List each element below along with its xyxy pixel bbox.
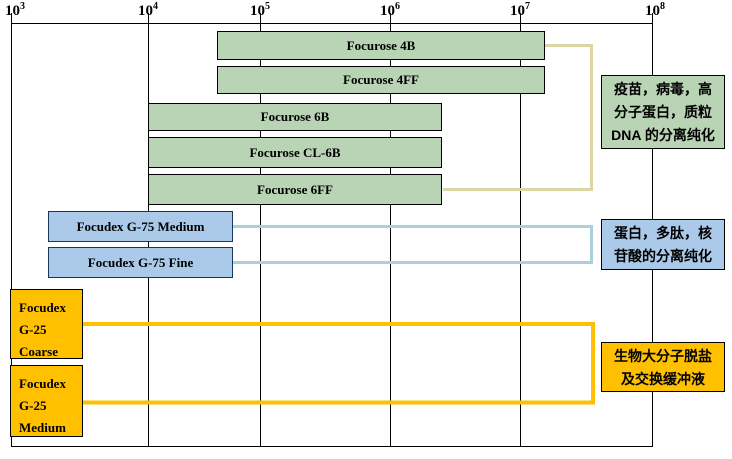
annotation-blue-applications: 蛋白，多肽，核 苷酸的分离纯化	[601, 219, 725, 270]
box-line: G-25	[19, 398, 47, 413]
tick-base: 10	[510, 3, 525, 19]
axis-tick	[520, 13, 521, 23]
annotation-line: 分子蛋白，质粒	[614, 104, 712, 120]
bar-focurose-6ff: Focurose 6FF	[148, 174, 442, 205]
axis-tick	[148, 13, 149, 23]
tick-exp: 6	[395, 1, 400, 12]
annotation-line: 疫苗，病毒，高	[614, 81, 712, 97]
axis-tick-label-1e8: 108	[645, 2, 665, 19]
box-line: Medium	[19, 420, 66, 435]
tick-base: 10	[138, 3, 153, 19]
annotation-line: 生物大分子脱盐	[614, 348, 712, 364]
axis-tick-label-1e6: 106	[380, 2, 400, 19]
axis-tick	[390, 13, 391, 23]
bar-focurose-cl-6b: Focurose CL-6B	[148, 137, 442, 168]
tick-base: 10	[645, 3, 660, 19]
box-line: Focudex	[19, 376, 66, 391]
annotation-green-applications: 疫苗，病毒，高 分子蛋白，质粒 DNA 的分离纯化	[601, 75, 725, 149]
box-focudex-g25-coarse: Focudex G-25 Coarse	[10, 289, 83, 359]
bar-focurose-4ff: Focurose 4FF	[217, 66, 545, 94]
tick-base: 10	[5, 3, 20, 19]
annotation-line: 苷酸的分离纯化	[614, 248, 712, 264]
annotation-line: 蛋白，多肽，核	[614, 225, 712, 241]
box-line: G-25	[19, 322, 47, 337]
annotation-line: 及交换缓冲液	[621, 371, 705, 387]
bar-focudex-g75-fine: Focudex G-75 Fine	[48, 247, 233, 278]
box-focudex-g25-medium: Focudex G-25 Medium	[10, 365, 83, 437]
bar-focurose-4b: Focurose 4B	[217, 31, 545, 60]
axis-tick	[260, 13, 261, 23]
tick-exp: 7	[525, 1, 530, 12]
tick-exp: 5	[265, 1, 270, 12]
axis-tick-label-1e5: 105	[250, 2, 270, 19]
axis-tick-label-1e3: 103	[5, 2, 25, 19]
axis-tick-label-1e4: 104	[138, 2, 158, 19]
axis-tick	[652, 13, 653, 23]
box-line: Focudex	[19, 300, 66, 315]
tick-base: 10	[380, 3, 395, 19]
annotation-line: DNA 的分离纯化	[611, 127, 715, 143]
tick-exp: 8	[660, 1, 665, 12]
tick-exp: 3	[20, 1, 25, 12]
tick-exp: 4	[153, 1, 158, 12]
axis-tick	[11, 13, 12, 23]
annotation-yellow-applications: 生物大分子脱盐 及交换缓冲液	[601, 342, 725, 392]
axis-tick-label-1e7: 107	[510, 2, 530, 19]
bar-focurose-6b: Focurose 6B	[148, 103, 442, 131]
tick-base: 10	[250, 3, 265, 19]
box-line: Coarse	[19, 344, 58, 359]
bar-focudex-g75-medium: Focudex G-75 Medium	[48, 211, 233, 242]
